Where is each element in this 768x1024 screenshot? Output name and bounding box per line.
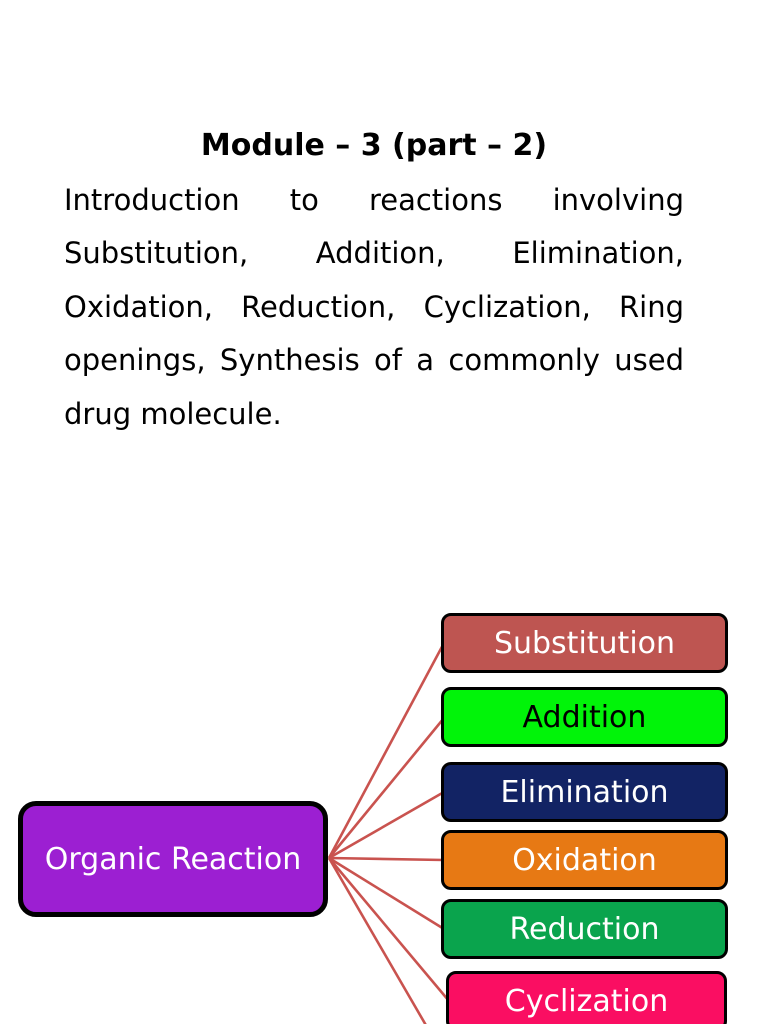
paragraph-line: Introduction to reactions involving bbox=[64, 183, 684, 217]
connector-line bbox=[328, 856, 445, 931]
connector-line bbox=[328, 790, 445, 860]
reaction-node-reduction: Reduction bbox=[441, 899, 728, 959]
paragraph-line: Oxidation, Reduction, Cyclization, Ring bbox=[64, 289, 684, 324]
paragraph-line: openings, Synthesis of a commonly used bbox=[64, 343, 684, 378]
reaction-node-oxidation: Oxidation bbox=[441, 830, 728, 890]
reaction-node-substitution: Substitution bbox=[441, 613, 728, 673]
reaction-node-cyclization: Cyclization bbox=[446, 971, 727, 1024]
organic-reaction-root-node: Organic Reaction bbox=[18, 801, 328, 917]
reaction-node-addition: Addition bbox=[441, 687, 728, 747]
intro-paragraph: Introduction to reactions involving Subs… bbox=[64, 174, 684, 441]
connector-line bbox=[327, 717, 446, 859]
paragraph-line: Substitution, Addition, Elimination, bbox=[64, 236, 684, 271]
reaction-node-elimination: Elimination bbox=[441, 762, 728, 822]
connector-line bbox=[327, 642, 446, 859]
connector-line bbox=[328, 857, 450, 1002]
page-title: Module – 3 (part – 2) bbox=[200, 128, 548, 163]
paragraph-line: drug molecule. bbox=[64, 396, 282, 431]
connector-line bbox=[327, 857, 427, 1024]
connector-line bbox=[328, 856, 445, 862]
